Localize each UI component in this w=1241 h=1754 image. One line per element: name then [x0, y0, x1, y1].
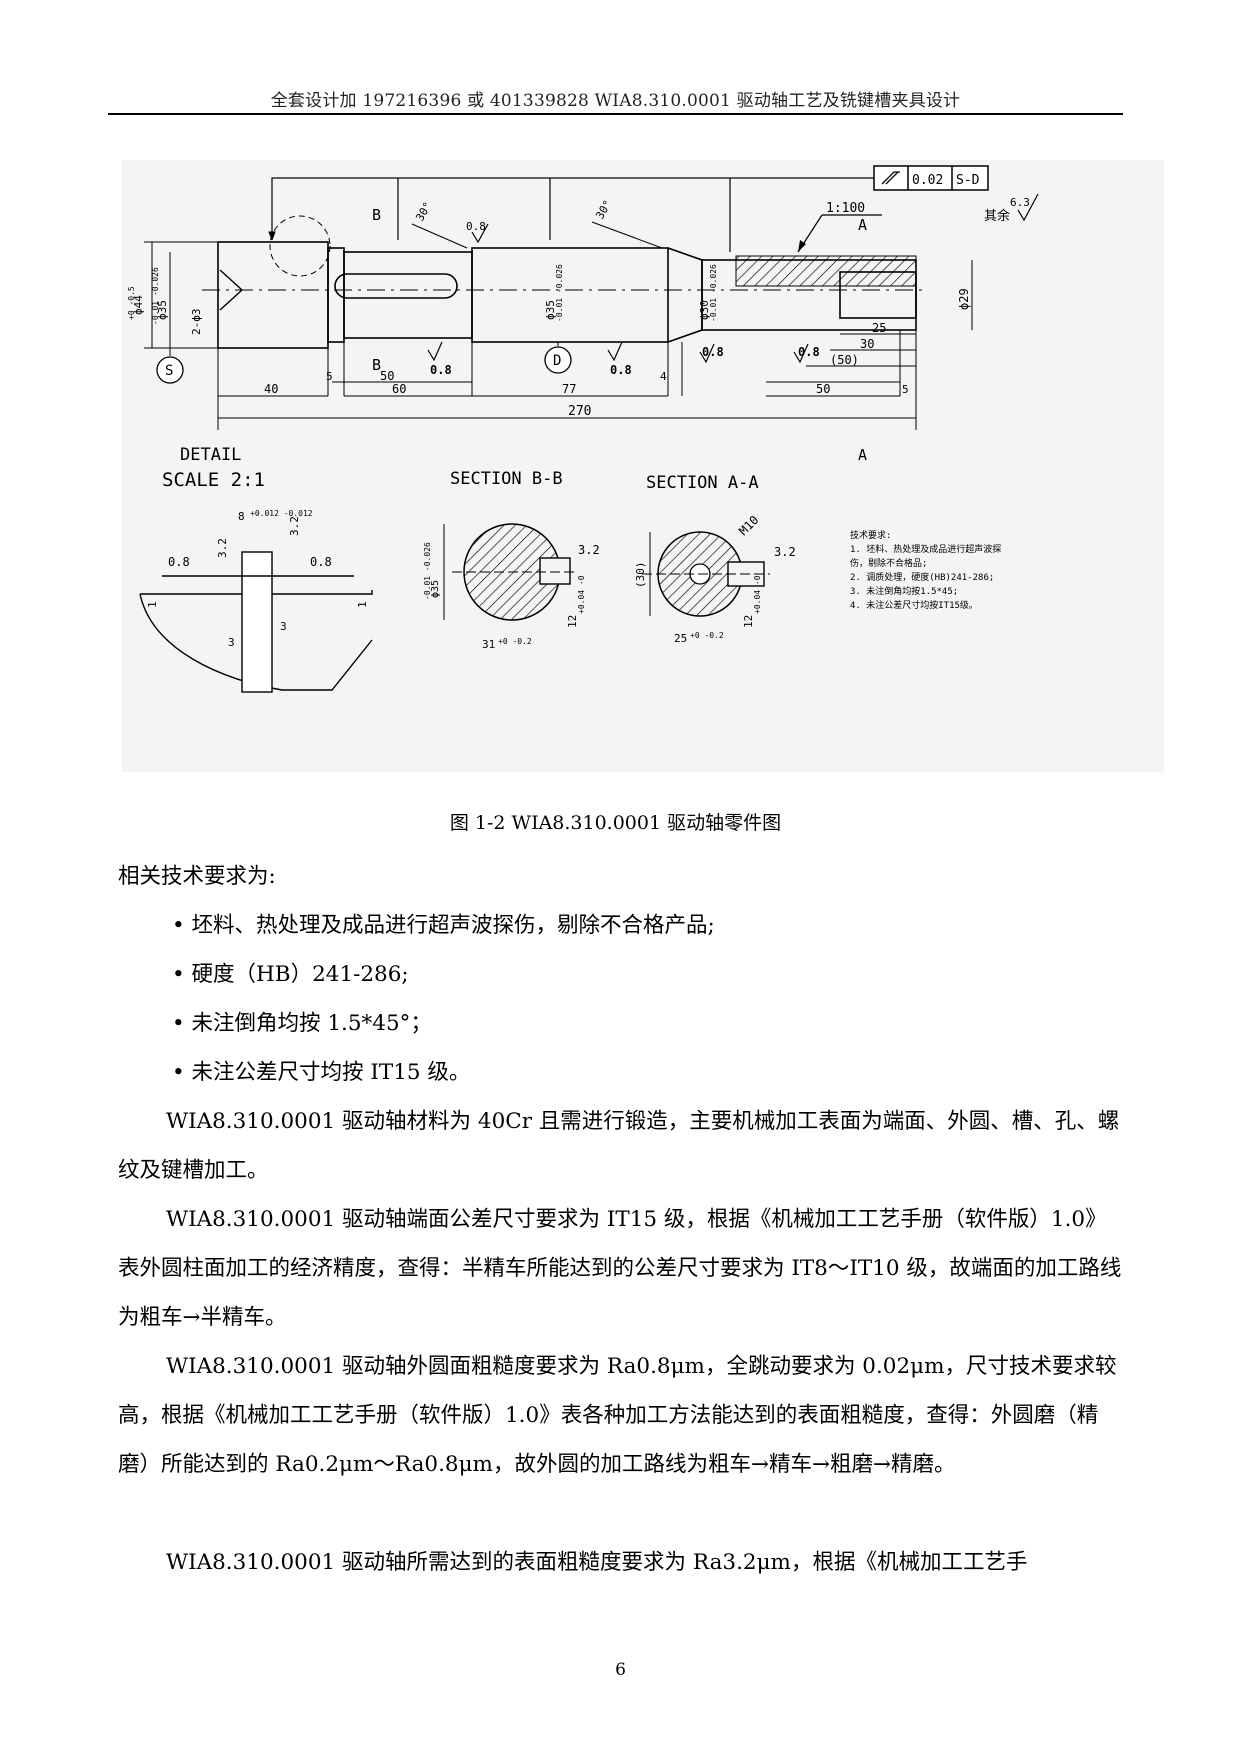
- dim-dia-44: ϕ44: [132, 295, 145, 315]
- dim-50-paren: (50): [830, 353, 859, 367]
- note-1: 1. 坯料、热处理及成品进行超声波探: [850, 543, 1001, 555]
- list-item: 坯料、热处理及成品进行超声波探伤，剔除不合格产品;: [172, 901, 1072, 950]
- taper-ratio: 1:100: [826, 201, 865, 216]
- remainder-roughness: 其余: [984, 208, 1010, 224]
- dim-dia-35-mid-tol: -0.01 -0.026: [555, 264, 564, 322]
- detail-ra-08-right: 0.8: [310, 555, 332, 569]
- dim-4: 4: [660, 370, 667, 383]
- dim-270: 270: [568, 404, 591, 419]
- detail-title: DETAIL: [180, 445, 241, 465]
- drawing-notes: 技术要求: 1. 坯料、热处理及成品进行超声波探 伤，剔除不合格品; 2. 调质…: [850, 529, 1001, 611]
- runout-frame: 0.02 S-D: [873, 165, 989, 191]
- section-aa-dim-30: (30): [634, 562, 647, 589]
- paragraph-material: WIA8.310.0001 驱动轴材料为 40Cr 且需进行锻造，主要机械加工表…: [118, 1109, 1120, 1183]
- detail-dim-3-left: 3: [228, 636, 235, 649]
- section-bb-dim-12-tol: +0.04 -0: [577, 575, 586, 614]
- detail-dim-1-left: 1: [146, 601, 159, 608]
- paragraph-outer-circle: WIA8.310.0001 驱动轴外圆面粗糙度要求为 Ra0.8μm，全跳动要求…: [118, 1354, 1117, 1477]
- section-bb-dim-12: 12: [566, 615, 579, 628]
- shaft-outline: [217, 241, 917, 349]
- section-bb-dia: ϕ35: [430, 580, 441, 598]
- detail-ra-32-right: 3.2: [288, 516, 301, 536]
- detail-dim-1-right: 1: [356, 601, 369, 608]
- section-a-top: A: [858, 216, 867, 234]
- figure-caption: 图 1-2 WIA8.310.0001 驱动轴零件图: [449, 812, 782, 834]
- dim-dia-30: ϕ30: [698, 300, 711, 320]
- datum-d: D: [553, 353, 561, 369]
- section-bb-title: SECTION B-B: [450, 469, 563, 489]
- part-drawing: 0.02 S-D 1:100 其余 6.3 ϕ44 +0 -0.5 ϕ35 -0…: [122, 160, 1164, 772]
- dim-dia-3: 2-ϕ3: [190, 309, 203, 336]
- dim-40: 40: [264, 382, 278, 396]
- runout-tolerance: 0.02: [912, 173, 943, 188]
- detail-dim-3-right: 3: [280, 620, 287, 633]
- section-b-top: B: [372, 206, 381, 224]
- dim-50-right: 50: [816, 382, 830, 396]
- dim-dia-35-mid: ϕ35: [544, 300, 557, 320]
- remainder-roughness-value: 6.3: [1010, 196, 1030, 209]
- note-2: 伤，剔除不合格品;: [850, 557, 927, 569]
- header-rule: [108, 113, 1123, 115]
- note-4: 3. 未注倒角均按1.5*45;: [850, 585, 958, 597]
- section-aa-dim-12: 12: [742, 615, 755, 628]
- ra-08-d: 0.8: [702, 345, 724, 359]
- dim-60: 60: [392, 382, 406, 396]
- paragraph-roughness: WIA8.310.0001 驱动轴所需达到的表面粗糙度要求为 Ra3.2μm，根…: [166, 1550, 1028, 1575]
- detail-dim-8-tol: +0.012 -0.012: [250, 509, 313, 518]
- note-3: 2. 调质处理，硬度(HB)241-286;: [850, 571, 994, 583]
- dim-77: 77: [562, 382, 576, 396]
- section-aa-ra-32: 3.2: [774, 545, 796, 559]
- detail-scale: SCALE 2:1: [162, 469, 265, 491]
- runout-datum: S-D: [956, 173, 980, 188]
- ra-08-b: 0.8: [430, 363, 452, 377]
- dim-50-left: 50: [380, 369, 394, 383]
- detail-ra-32-left: 3.2: [216, 538, 229, 558]
- section-aa-title: SECTION A-A: [646, 473, 759, 493]
- page-number: 6: [615, 1660, 626, 1680]
- note-5: 4. 未注公差尺寸均按IT15级。: [850, 599, 978, 611]
- section-b-bottom: B: [372, 356, 381, 374]
- section-aa-dim-25-tol: +0 -0.2: [690, 631, 724, 640]
- list-item: 未注公差尺寸均按 IT15 级。: [172, 1048, 1072, 1097]
- dim-dia-35-left: ϕ35: [156, 300, 169, 320]
- dim-dia-29: ϕ29: [957, 288, 971, 310]
- section-bb-dia-tol: -0.01 -0.026: [423, 542, 432, 600]
- intro-text: 相关技术要求为:: [118, 864, 276, 889]
- section-aa-dim-25: 25: [674, 632, 687, 645]
- dim-dia-35-left-tol: -0.01 -0.026: [151, 267, 160, 325]
- note-0: 技术要求:: [850, 529, 891, 541]
- detail-dim-8: 8: [238, 510, 245, 523]
- section-bb-ra-32: 3.2: [578, 543, 600, 557]
- page-header: 全套设计加 197216396 或 401339828 WIA8.310.000…: [270, 91, 961, 111]
- dim-dia-30-tol: -0.01 -0.026: [709, 264, 718, 322]
- datum-s: S: [165, 363, 173, 379]
- ra-08-a: 0.8: [466, 220, 486, 233]
- section-bb-dim-31-tol: +0 -0.2: [498, 637, 532, 646]
- paragraph-end-face: WIA8.310.0001 驱动轴端面公差尺寸要求为 IT15 级，根据《机械加…: [118, 1207, 1122, 1330]
- list-item: 未注倒角均按 1.5*45°；: [172, 999, 1072, 1048]
- ra-08-e: 0.8: [798, 345, 820, 359]
- section-bb-dim-31: 31: [482, 638, 495, 651]
- ra-08-c: 0.8: [610, 363, 632, 377]
- dim-25: 25: [872, 321, 886, 335]
- dim-dia-44-tol: +0 -0.5: [127, 286, 136, 320]
- section-aa-dim-12-tol: +0.04 -0: [753, 575, 762, 614]
- section-a-bottom: A: [858, 446, 867, 464]
- dim-5-left: 5: [326, 370, 333, 383]
- detail-ra-08-left: 0.8: [168, 555, 190, 569]
- list-item: 硬度（HB）241-286;: [172, 950, 1072, 999]
- dim-5-right: 5: [902, 383, 909, 396]
- dim-30: 30: [860, 337, 874, 351]
- requirements-list: 坯料、热处理及成品进行超声波探伤，剔除不合格产品; 硬度（HB）241-286;…: [172, 901, 1072, 1097]
